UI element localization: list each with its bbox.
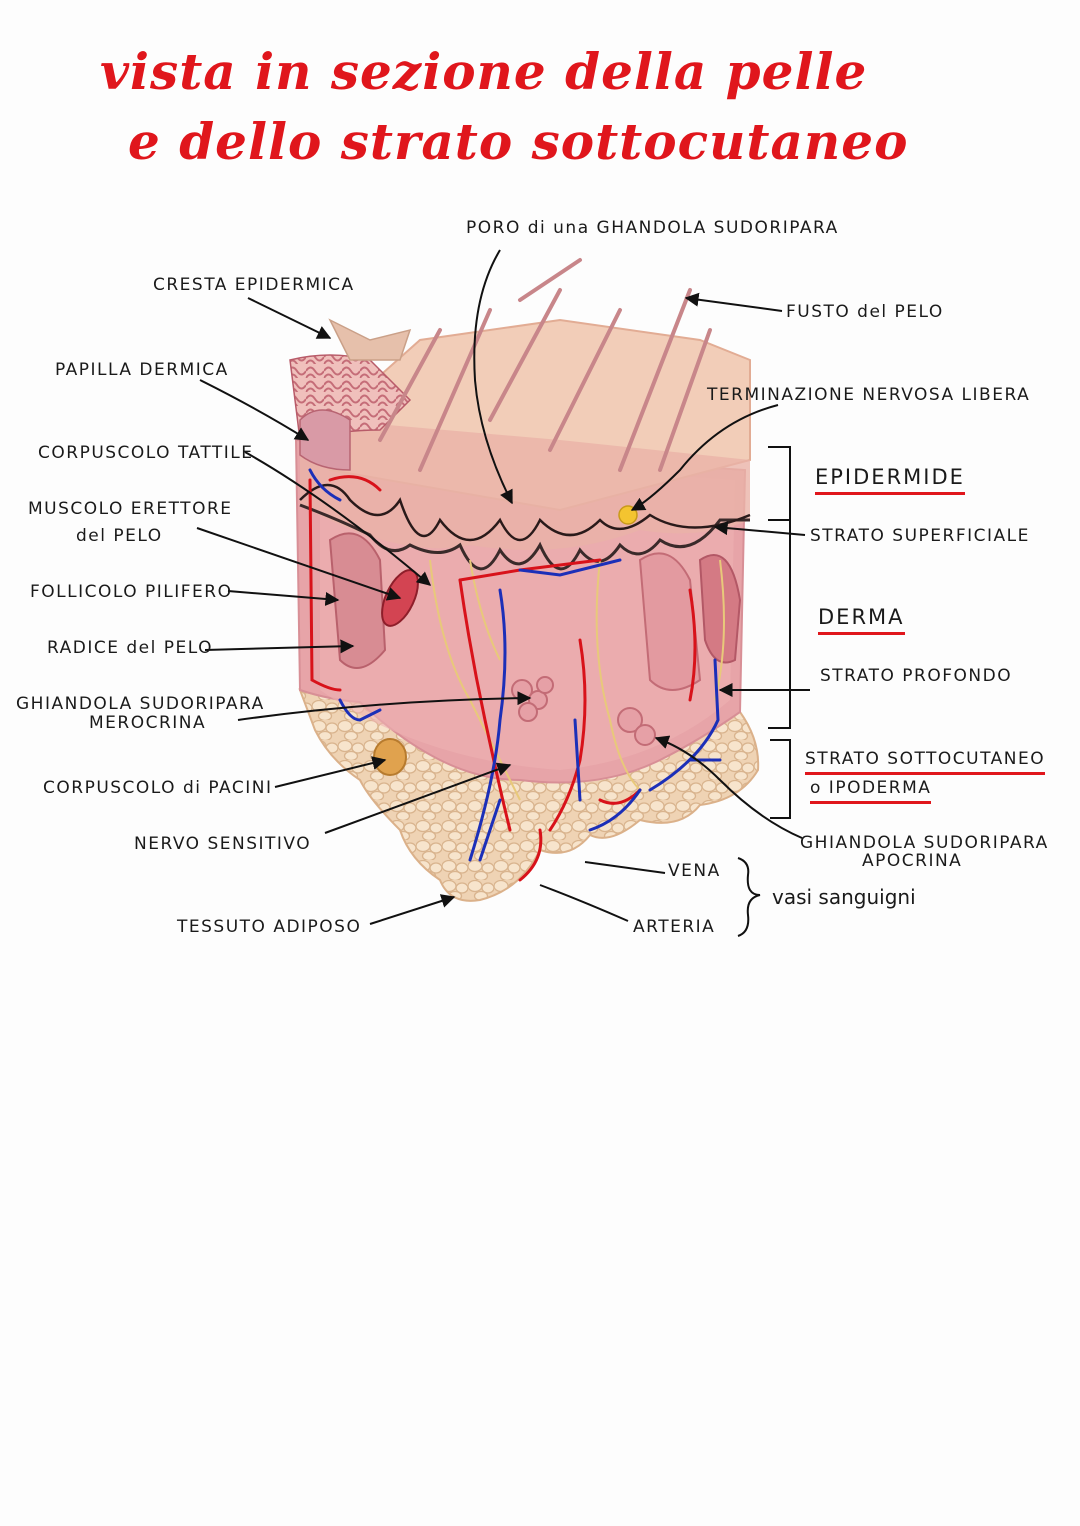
label-corpuscolo-tattile: CORPUSCOLO TATTILE [38, 443, 254, 463]
label-cresta-epidermica: CRESTA EPIDERMICA [153, 275, 355, 295]
title-line-2: e dello strato sottocutaneo [128, 112, 909, 171]
label-strato-superficiale: STRATO SUPERFICIALE [810, 526, 1030, 546]
label-arteria: ARTERIA [633, 917, 716, 937]
epidermis-slab [299, 318, 751, 571]
label-muscolo-erettore-2: del PELO [76, 526, 163, 546]
title-line-1: vista in sezione della pelle [100, 42, 868, 101]
label-derma: DERMA [818, 605, 905, 635]
label-epidermide: EPIDERMIDE [815, 465, 965, 495]
label-apocrina-2: APOCRINA [862, 851, 963, 871]
derma-text: DERMA [818, 605, 905, 635]
layer-brackets [737, 446, 791, 937]
label-sottocutaneo-2: o IPODERMA [810, 778, 932, 804]
label-radice-pelo: RADICE del PELO [47, 638, 213, 658]
pacinian-corpuscle [373, 738, 407, 776]
label-merocrina-2: MEROCRINA [89, 713, 207, 733]
label-merocrina-1: GHIANDOLA SUDORIPARA [16, 694, 265, 714]
label-vena: VENA [668, 861, 721, 881]
hair-shafts [378, 258, 712, 472]
epidermide-text: EPIDERMIDE [815, 465, 965, 495]
label-apocrina-1: GHIANDOLA SUDORIPARA [800, 833, 1049, 853]
veins [308, 468, 722, 862]
label-vasi-sanguigni: vasi sanguigni [772, 885, 916, 909]
epidermal-ridge [289, 318, 412, 471]
label-terminazione-nervosa: TERMINAZIONE NERVOSA LIBERA [707, 385, 1031, 405]
label-poro: PORO di una GHANDOLA SUDORIPARA [466, 218, 839, 238]
sottocutaneo-text-1: STRATO SOTTOCUTANEO [805, 749, 1046, 775]
label-follicolo-pilifero: FOLLICOLO PILIFERO [30, 582, 233, 602]
label-papilla-dermica: PAPILLA DERMICA [55, 360, 229, 380]
label-nervo-sensitivo: NERVO SENSITIVO [134, 834, 312, 854]
sottocutaneo-text-2: o IPODERMA [810, 778, 932, 804]
label-strato-profondo: STRATO PROFONDO [820, 666, 1013, 686]
label-sottocutaneo-1: STRATO SOTTOCUTANEO [805, 749, 1046, 775]
label-corpuscolo-pacini: CORPUSCOLO di PACINI [43, 778, 273, 798]
label-muscolo-erettore-1: MUSCOLO ERETTORE [28, 499, 233, 519]
label-fusto-pelo: FUSTO del PELO [786, 302, 944, 322]
hair-follicles [328, 532, 742, 691]
label-tessuto-adiposo: TESSUTO ADIPOSO [177, 917, 362, 937]
